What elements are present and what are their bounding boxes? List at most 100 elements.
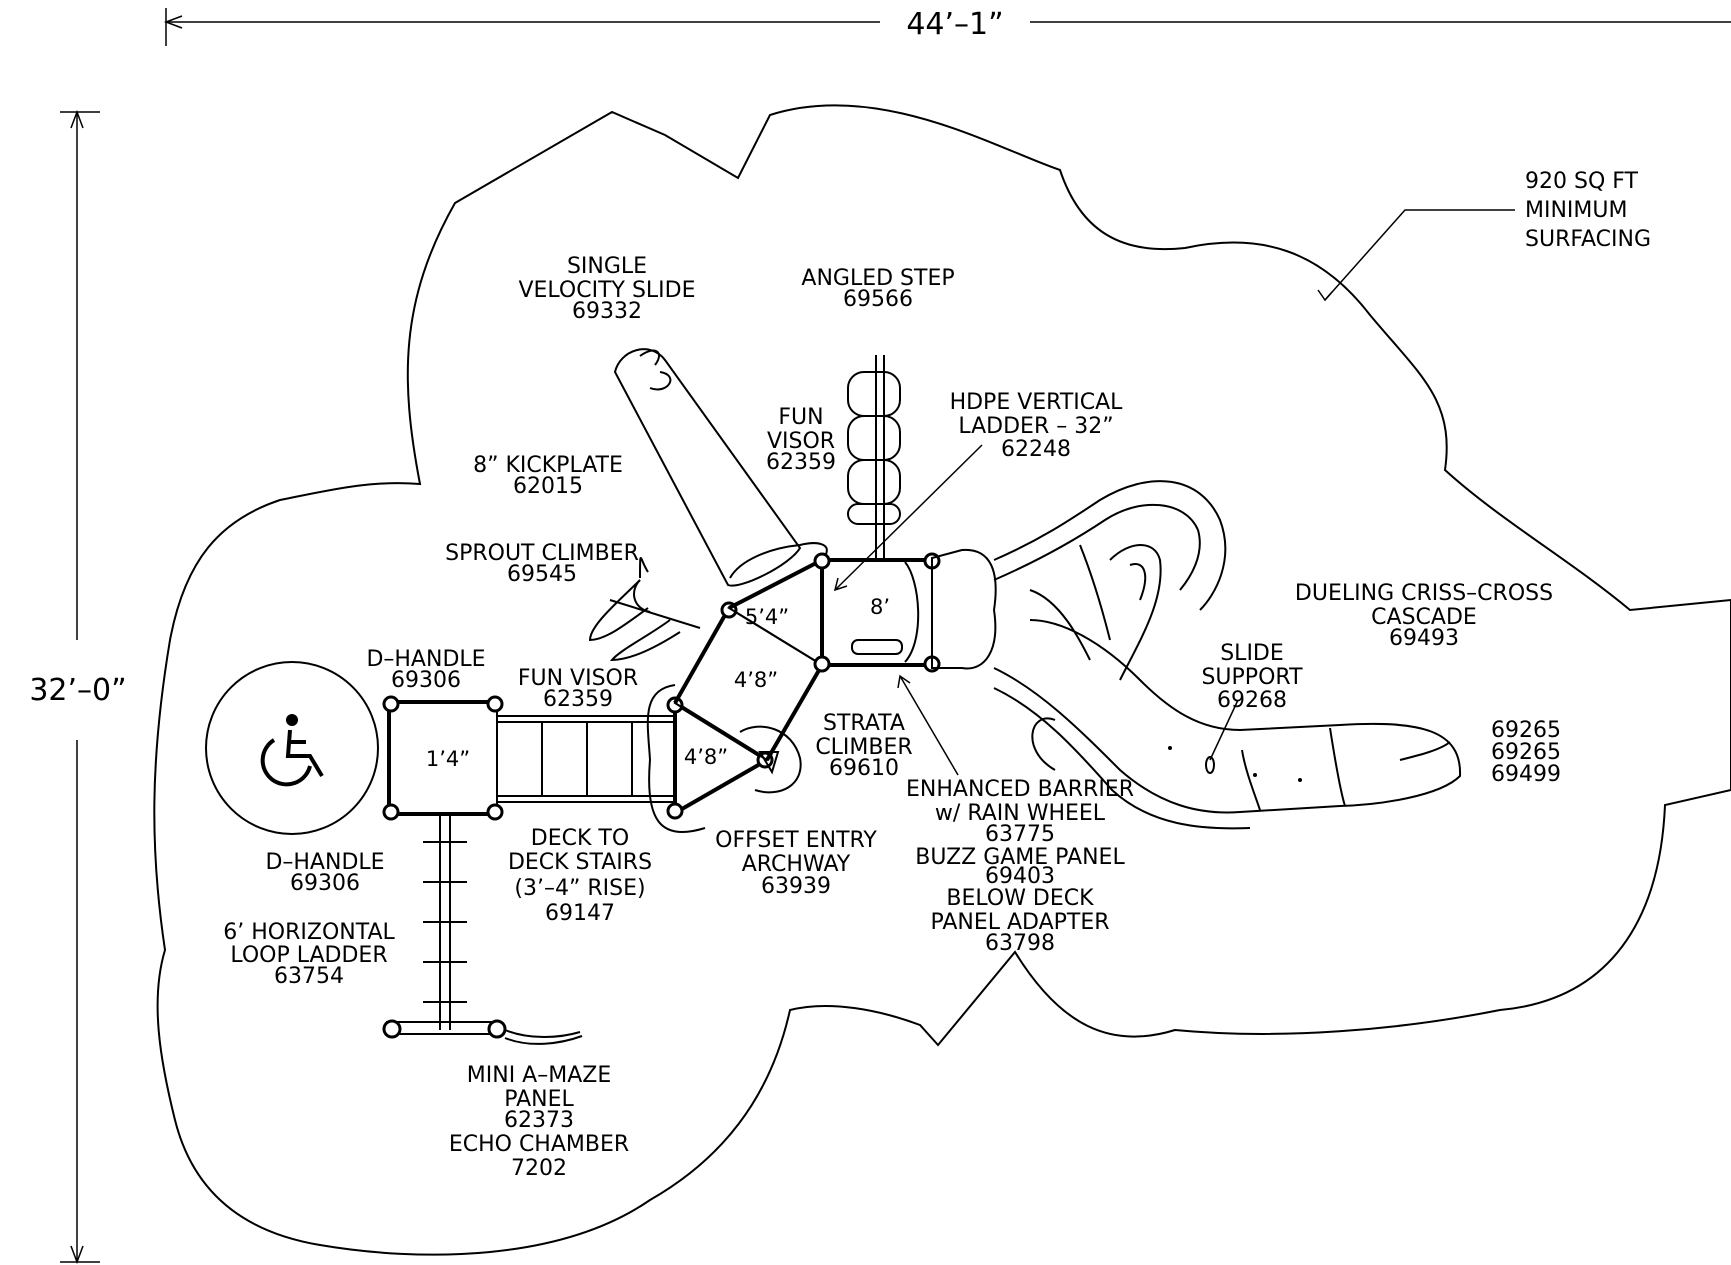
svg-text:69545: 69545: [507, 562, 577, 587]
svg-text:69306: 69306: [290, 871, 360, 896]
svg-text:69306: 69306: [391, 668, 461, 693]
svg-text:DUELING CRISS–CROSS: DUELING CRISS–CROSS: [1295, 581, 1553, 606]
callout-single-velocity-slide: SINGLE VELOCITY SLIDE 69332: [518, 254, 695, 324]
callout-d-handle-bottom: D–HANDLE 69306: [265, 850, 384, 896]
svg-text:VELOCITY SLIDE: VELOCITY SLIDE: [518, 278, 695, 303]
svg-text:(3’–4” RISE): (3’–4” RISE): [514, 876, 645, 901]
svg-text:BELOW DECK: BELOW DECK: [946, 886, 1094, 911]
svg-text:62359: 62359: [766, 450, 836, 475]
horizontal-loop-ladder: [382, 814, 583, 1045]
svg-text:VISOR: VISOR: [767, 429, 835, 454]
callout-strata-climber: STRATA CLIMBER 69610: [815, 711, 912, 781]
upper-deck: 5’4”: [726, 542, 828, 667]
svg-text:PANEL: PANEL: [504, 1087, 574, 1112]
svg-text:OFFSET ENTRY: OFFSET ENTRY: [715, 828, 877, 853]
callout-slide-support: SLIDE SUPPORT 69268: [1201, 641, 1303, 713]
callout-sprout-climber: SPROUT CLIMBER 69545: [445, 541, 639, 587]
svg-text:D–HANDLE: D–HANDLE: [265, 850, 384, 875]
callout-surfacing: 920 SQ FT MINIMUM SURFACING: [1525, 169, 1651, 252]
lower-deck: 4’8”: [646, 684, 774, 833]
hdpe-vertical-ladder: [847, 355, 901, 560]
svg-text:ECHO CHAMBER: ECHO CHAMBER: [449, 1132, 629, 1157]
callout-d-handle-top: D–HANDLE 69306: [366, 647, 485, 693]
svg-text:BUZZ GAME PANEL: BUZZ GAME PANEL: [915, 845, 1125, 870]
sprout-climber: [588, 557, 701, 662]
callout-angled-step: ANGLED STEP 69566: [801, 266, 954, 312]
svg-text:6’ HORIZONTAL: 6’ HORIZONTAL: [223, 920, 395, 945]
callout-deck-to-deck-stairs: DECK TO DECK STAIRS (3’–4” RISE) 69147: [508, 826, 652, 926]
callout-enhanced-barrier: ENHANCED BARRIER w/ RAIN WHEEL 63775 BUZ…: [906, 777, 1134, 956]
svg-text:62359: 62359: [543, 687, 613, 712]
svg-text:ENHANCED BARRIER: ENHANCED BARRIER: [906, 777, 1134, 802]
svg-text:LADDER – 32”: LADDER – 32”: [958, 414, 1113, 439]
surfacing-leader: [1324, 209, 1515, 301]
svg-text:MINIMUM: MINIMUM: [1525, 198, 1627, 223]
svg-text:SLIDE: SLIDE: [1220, 641, 1284, 666]
callout-fun-visor-top: FUN VISOR 62359: [766, 405, 836, 475]
svg-text:69610: 69610: [829, 756, 899, 781]
svg-text:DECK STAIRS: DECK STAIRS: [508, 850, 652, 875]
svg-text:63798: 63798: [985, 931, 1055, 956]
main-deck: 8’: [813, 552, 941, 673]
svg-text:8” KICKPLATE: 8” KICKPLATE: [473, 453, 623, 478]
svg-text:HDPE VERTICAL: HDPE VERTICAL: [950, 390, 1124, 415]
deck-height-main: 8’: [870, 595, 890, 619]
callout-mini-a-maze: MINI A–MAZE PANEL 62373 ECHO CHAMBER 720…: [449, 1063, 629, 1181]
svg-text:ARCHWAY: ARCHWAY: [742, 852, 851, 877]
svg-text:69499: 69499: [1491, 762, 1561, 787]
callout-horizontal-loop-ladder: 6’ HORIZONTAL LOOP LADDER 63754: [223, 920, 395, 989]
offset-entry-archway: [739, 725, 802, 794]
landing-deck: 1’4”: [382, 695, 504, 821]
svg-text:7202: 7202: [511, 1156, 567, 1181]
callout-offset-entry-archway: OFFSET ENTRY ARCHWAY 63939: [715, 828, 877, 899]
svg-text:SPROUT CLIMBER: SPROUT CLIMBER: [445, 541, 639, 566]
svg-text:PANEL ADAPTER: PANEL ADAPTER: [930, 910, 1109, 935]
svg-text:DECK TO: DECK TO: [531, 826, 629, 851]
deck-height-upper: 5’4”: [745, 605, 789, 629]
svg-text:63754: 63754: [274, 964, 344, 989]
svg-text:62373: 62373: [504, 1108, 574, 1133]
svg-text:D–HANDLE: D–HANDLE: [366, 647, 485, 672]
svg-text:SURFACING: SURFACING: [1525, 227, 1651, 252]
svg-text:63775: 63775: [985, 822, 1055, 847]
leader-lines: [833, 444, 1239, 776]
svg-text:LOOP LADDER: LOOP LADDER: [230, 943, 387, 968]
deck-height-lower: 4’8”: [684, 745, 728, 769]
svg-text:69493: 69493: [1389, 626, 1459, 651]
svg-text:SINGLE: SINGLE: [567, 254, 647, 279]
accessible-transfer-area: [205, 661, 379, 835]
surfacing-boundary: [153, 104, 1731, 1256]
callout-kickplate: 8” KICKPLATE 62015: [473, 453, 623, 499]
width-dimension: 44’–1”: [163, 7, 1731, 46]
svg-text:SUPPORT: SUPPORT: [1201, 665, 1303, 690]
dueling-criss-cross-cascade: [931, 480, 1462, 830]
middle-deck: 4’8”: [673, 601, 824, 762]
callout-part-numbers-right: 69265 69265 69499: [1491, 718, 1561, 787]
svg-text:62248: 62248: [1001, 437, 1071, 462]
svg-text:63939: 63939: [761, 874, 831, 899]
svg-text:FUN: FUN: [778, 405, 823, 430]
width-dimension-label: 44’–1”: [906, 7, 1003, 42]
svg-text:STRATA: STRATA: [823, 711, 905, 736]
svg-text:69147: 69147: [545, 901, 615, 926]
height-dimension: 32’–0”: [29, 109, 127, 1265]
deck-height-landing: 1’4”: [426, 747, 470, 771]
svg-text:62015: 62015: [513, 474, 583, 499]
svg-text:920 SQ FT: 920 SQ FT: [1525, 169, 1639, 194]
svg-text:69332: 69332: [572, 299, 642, 324]
svg-text:ANGLED STEP: ANGLED STEP: [801, 266, 954, 291]
svg-text:69268: 69268: [1217, 688, 1287, 713]
svg-text:69566: 69566: [843, 287, 913, 312]
svg-text:69403: 69403: [985, 864, 1055, 889]
svg-text:69265: 69265: [1491, 740, 1561, 765]
callout-dueling-criss-cross: DUELING CRISS–CROSS CASCADE 69493: [1295, 581, 1553, 651]
svg-text:MINI A–MAZE: MINI A–MAZE: [467, 1063, 611, 1088]
svg-text:w/ RAIN WHEEL: w/ RAIN WHEEL: [935, 801, 1106, 826]
callout-fun-visor-mid: FUN VISOR 62359: [518, 666, 638, 712]
wheelchair-icon: [260, 714, 324, 787]
svg-text:CLIMBER: CLIMBER: [815, 735, 912, 760]
svg-text:69265: 69265: [1491, 718, 1561, 743]
single-velocity-slide: [613, 348, 802, 587]
svg-text:CASCADE: CASCADE: [1371, 605, 1477, 630]
